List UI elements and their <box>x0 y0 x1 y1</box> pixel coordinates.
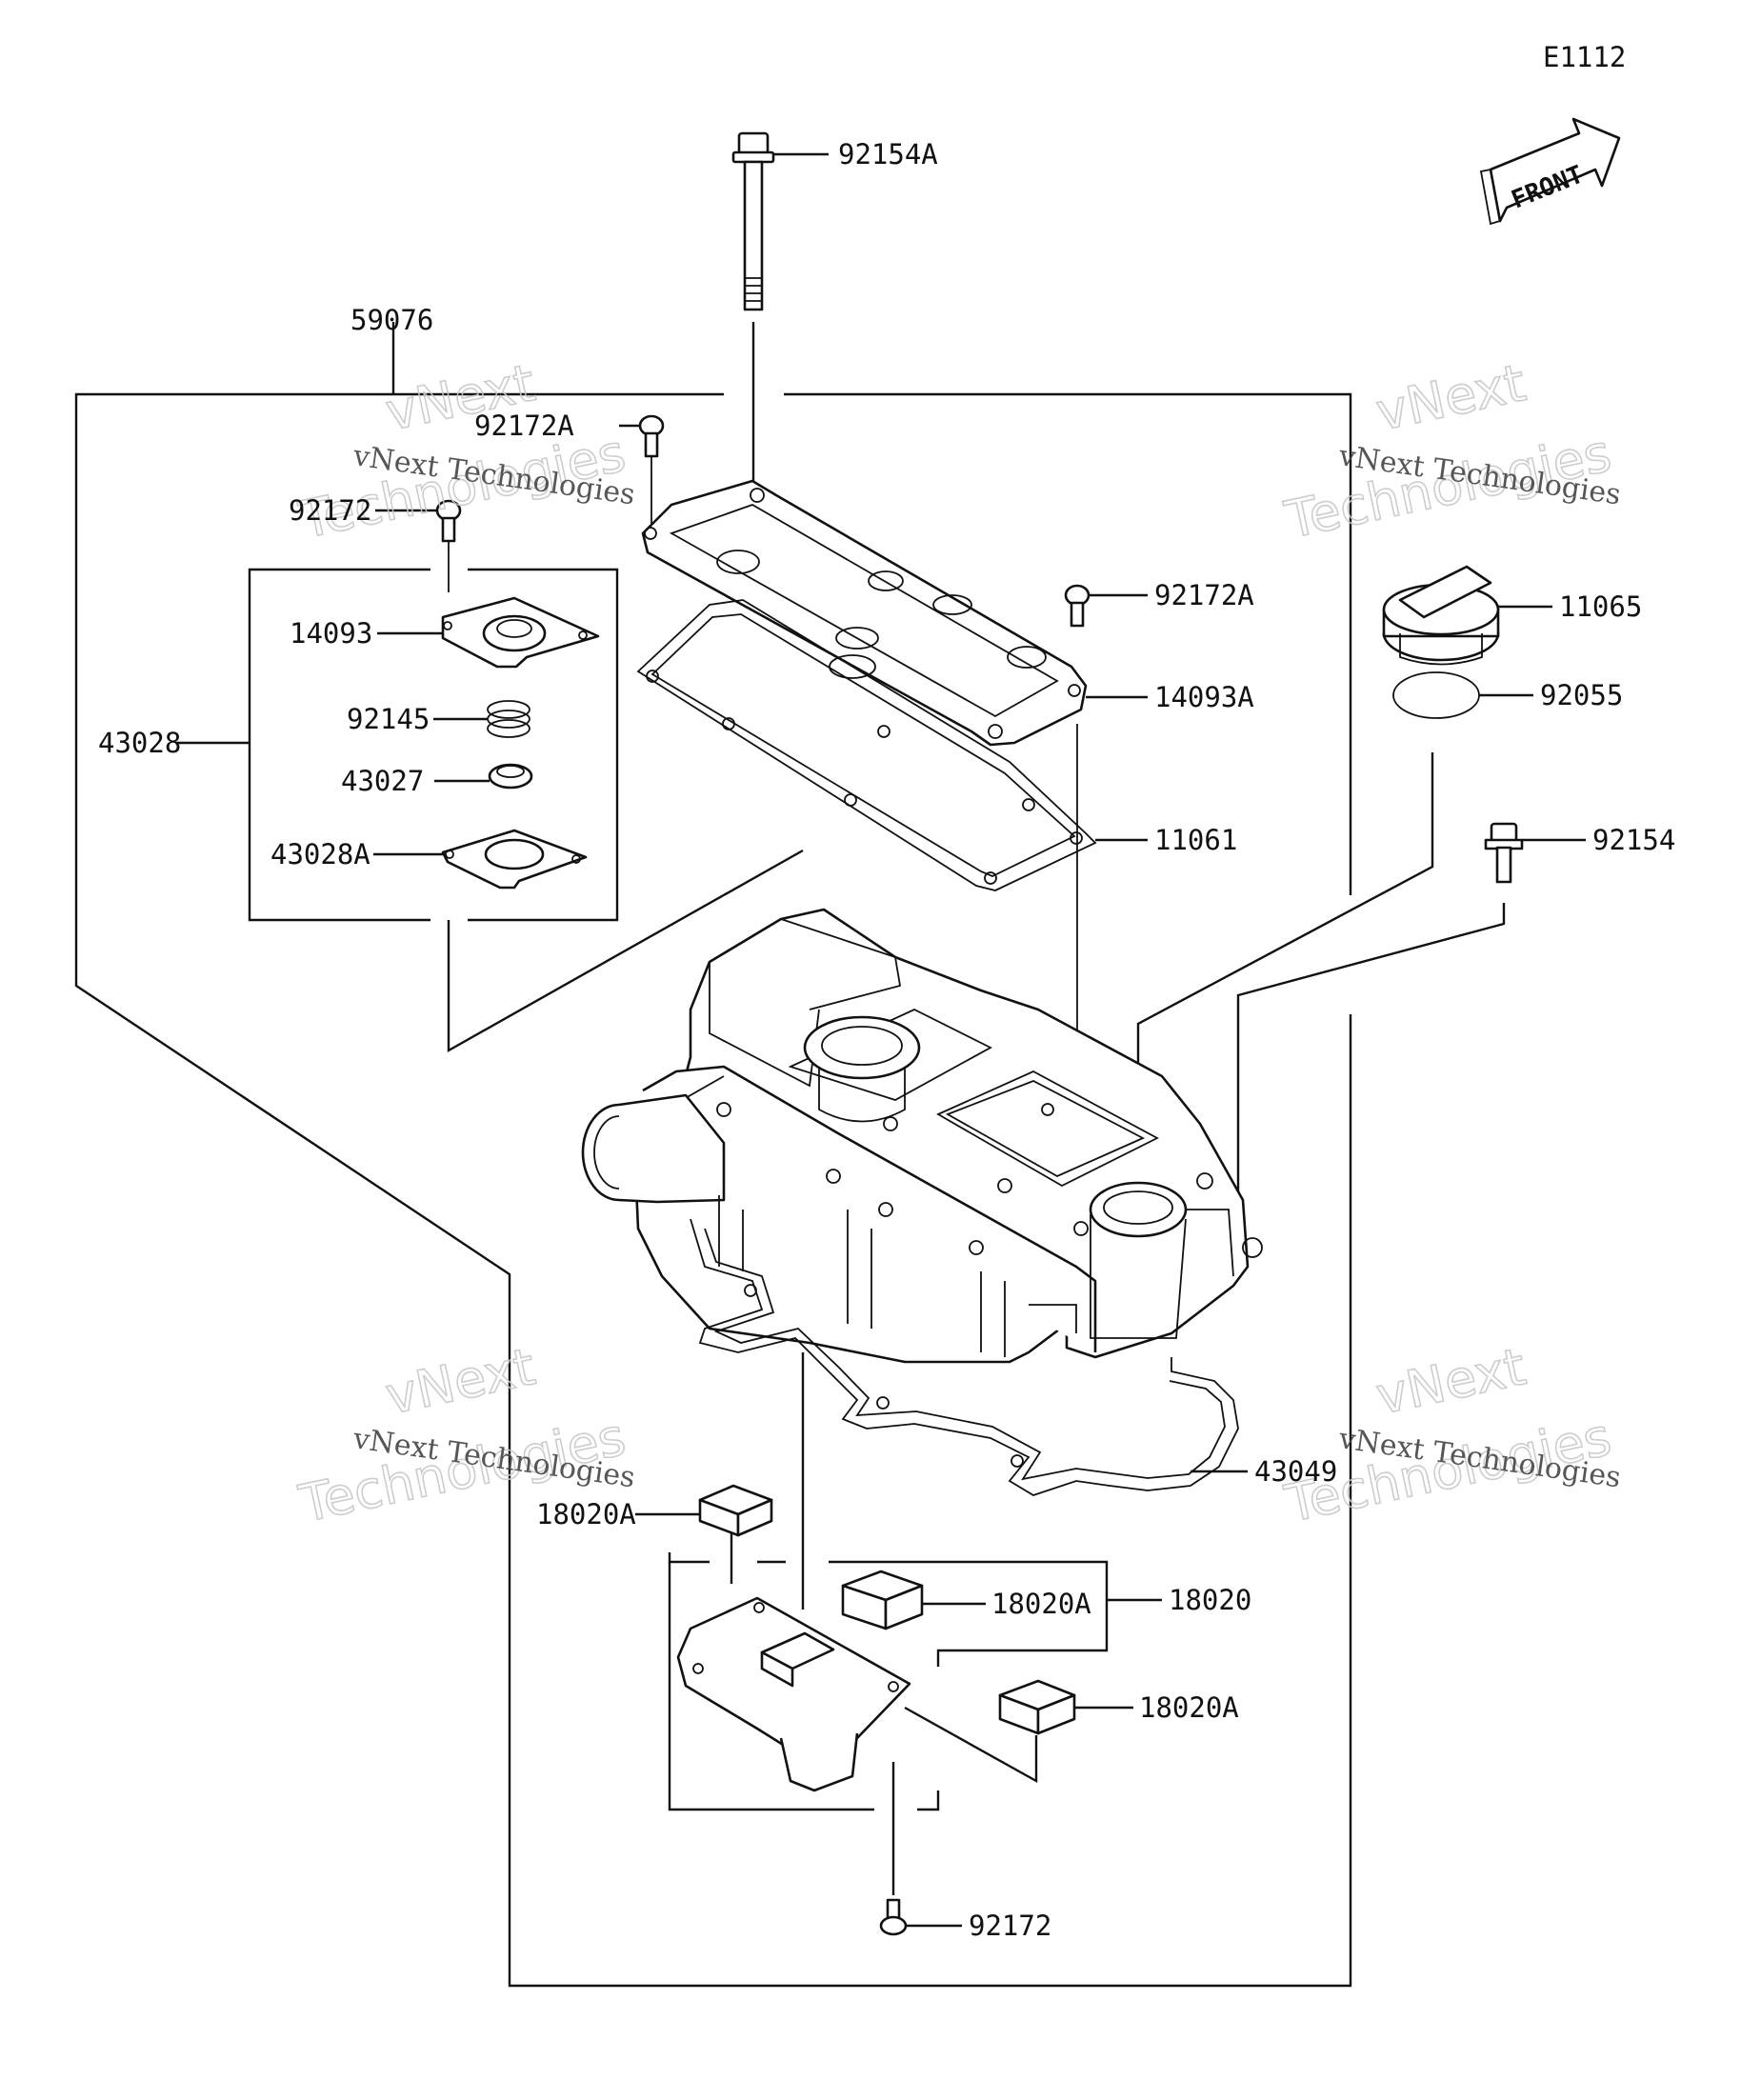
screw-92172-bottom <box>879 1898 908 1936</box>
gasket-11061 <box>636 599 1097 891</box>
o-ring-92055 <box>1392 671 1480 719</box>
part-label-92172A-mid: 92172A <box>1154 579 1254 611</box>
part-label-18020A-a: 18020A <box>536 1498 636 1530</box>
front-arrow-icon: FRONT <box>1479 117 1621 226</box>
part-label-43028A: 43028A <box>270 838 370 870</box>
assembly-frame <box>74 392 1352 1988</box>
cup-43027 <box>488 763 533 790</box>
part-label-59076: 59076 <box>350 304 433 336</box>
block-18020A-a <box>698 1484 773 1537</box>
part-label-92145: 92145 <box>347 703 430 735</box>
gasket-43049 <box>690 1218 1239 1496</box>
part-label-92154A: 92154A <box>838 138 938 170</box>
breather-cover-18020 <box>676 1596 911 1792</box>
svg-text:vNext: vNext <box>381 1336 540 1426</box>
part-label-43027: 43027 <box>341 765 424 797</box>
part-label-14093A: 14093A <box>1154 681 1254 713</box>
part-label-92154: 92154 <box>1592 824 1675 856</box>
watermark-bottom-right: vNext Technologies vNext Technologies <box>1279 1335 1623 1534</box>
screw-92172A-mid <box>1064 584 1091 628</box>
valve-plate-43028A <box>441 829 588 890</box>
block-18020A-c <box>998 1679 1076 1735</box>
part-label-92172A-top: 92172A <box>474 410 574 442</box>
diagram-code: E1112 <box>1543 41 1626 73</box>
screw-92172A-top <box>638 414 665 458</box>
block-18020A-b <box>841 1570 924 1630</box>
part-label-18020A-b: 18020A <box>991 1588 1091 1620</box>
bolt-92154 <box>1484 822 1524 884</box>
watermark-top-right: vNext Technologies vNext Technologies <box>1279 351 1623 550</box>
part-label-92055: 92055 <box>1540 679 1623 711</box>
spring-92145 <box>487 700 530 738</box>
part-label-18020A-c: 18020A <box>1139 1691 1239 1724</box>
part-label-92172-bottom: 92172 <box>969 1910 1051 1942</box>
svg-text:vNext: vNext <box>1371 1336 1531 1426</box>
part-label-11061: 11061 <box>1154 824 1237 856</box>
bolt-92154A <box>731 131 775 311</box>
breather-plate-14093 <box>441 596 600 669</box>
part-label-11065: 11065 <box>1559 590 1642 623</box>
part-label-43028: 43028 <box>98 727 181 759</box>
cylinder-head-cover <box>581 908 1263 1364</box>
oil-cap-11065 <box>1382 565 1500 666</box>
screw-92172-top <box>435 499 462 543</box>
svg-text:vNext: vNext <box>1371 352 1531 442</box>
cover-plate-14093A <box>641 479 1088 747</box>
part-label-92172-top: 92172 <box>289 494 371 527</box>
part-label-43049: 43049 <box>1254 1455 1337 1488</box>
part-label-18020: 18020 <box>1169 1584 1251 1616</box>
part-label-14093: 14093 <box>290 617 372 650</box>
